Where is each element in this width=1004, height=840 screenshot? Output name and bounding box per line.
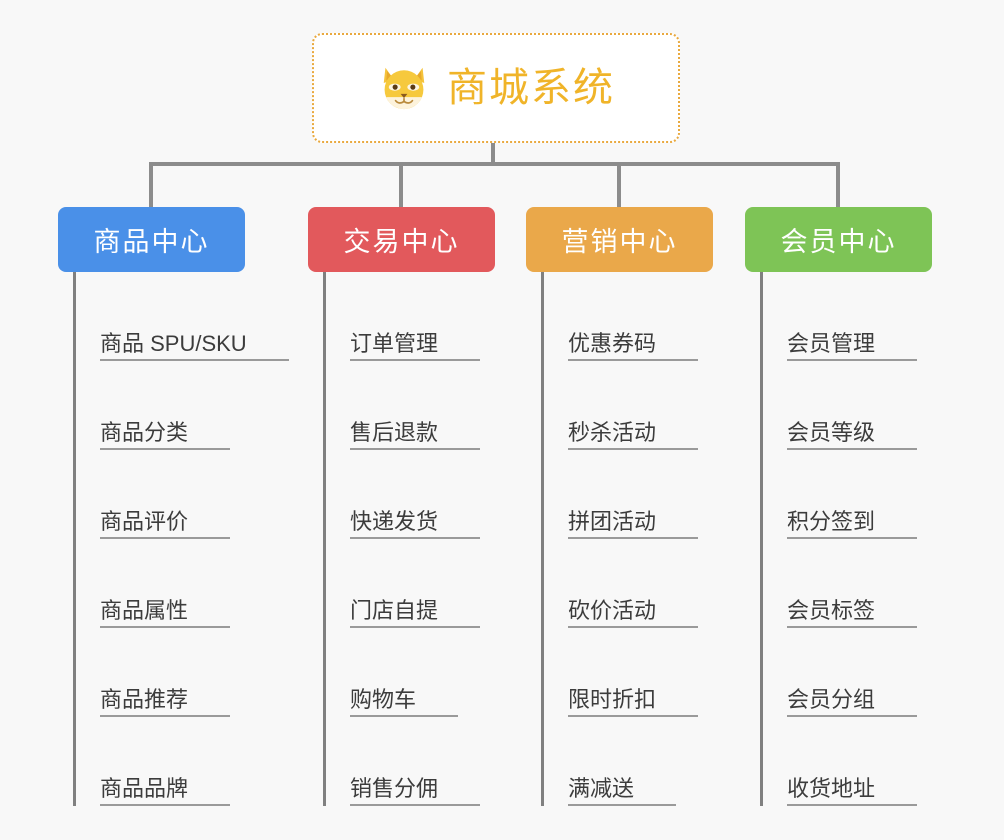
leaf-label: 秒杀活动 <box>568 421 699 450</box>
leaf-label: 积分签到 <box>787 510 918 539</box>
leaf-label: 门店自提 <box>350 599 481 628</box>
shiba-dog-icon <box>383 67 425 110</box>
root-title: 商城系统 <box>447 66 615 110</box>
leaf-item[interactable]: 秒杀活动 <box>541 361 713 450</box>
leaf-item[interactable]: 订单管理 <box>323 272 495 361</box>
branch-header-label: 交易中心 <box>343 227 460 257</box>
root-node[interactable]: 商城系统 <box>312 33 680 143</box>
leaf-label: 会员等级 <box>787 421 918 450</box>
leaf-label: 优惠券码 <box>568 332 699 361</box>
leaf-label: 限时折扣 <box>568 688 699 717</box>
leaf-item[interactable]: 会员标签 <box>760 539 932 628</box>
leaf-item[interactable]: 限时折扣 <box>541 628 713 717</box>
leaf-item[interactable]: 满减送 <box>541 717 713 806</box>
leaf-item[interactable]: 商品推荐 <box>73 628 245 717</box>
branch-product-center: 商品中心 商品 SPU/SKU 商品分类 商品评价 商品属性 商品推荐 商品品牌 <box>58 207 289 806</box>
leaf-item[interactable]: 商品分类 <box>73 361 245 450</box>
leaf-item[interactable]: 商品评价 <box>73 450 245 539</box>
leaf-list-product-center: 商品 SPU/SKU 商品分类 商品评价 商品属性 商品推荐 商品品牌 <box>58 272 289 806</box>
leaf-item[interactable]: 售后退款 <box>323 361 495 450</box>
leaf-label: 快递发货 <box>350 510 481 539</box>
leaf-label: 售后退款 <box>350 421 481 450</box>
leaf-item[interactable]: 优惠券码 <box>541 272 713 361</box>
leaf-label: 销售分佣 <box>350 777 481 806</box>
leaf-item[interactable]: 积分签到 <box>760 450 932 539</box>
leaf-label: 购物车 <box>350 688 459 717</box>
leaf-label: 砍价活动 <box>568 599 699 628</box>
branch-header-product-center[interactable]: 商品中心 <box>58 207 245 272</box>
leaf-label: 订单管理 <box>350 332 481 361</box>
leaf-label: 商品评价 <box>100 510 231 539</box>
leaf-spine <box>73 272 76 806</box>
leaf-item[interactable]: 收货地址 <box>760 717 932 806</box>
leaf-spine <box>541 272 544 806</box>
branch-marketing-center: 营销中心 优惠券码 秒杀活动 拼团活动 砍价活动 限时折扣 满减送 <box>526 207 713 806</box>
leaf-item[interactable]: 砍价活动 <box>541 539 713 628</box>
connector-drop-3 <box>617 162 621 207</box>
leaf-label: 收货地址 <box>787 777 918 806</box>
leaf-item[interactable]: 快递发货 <box>323 450 495 539</box>
connector-drop-1 <box>149 162 153 207</box>
branch-trade-center: 交易中心 订单管理 售后退款 快递发货 门店自提 购物车 销售分佣 <box>308 207 495 806</box>
branch-header-trade-center[interactable]: 交易中心 <box>308 207 495 272</box>
leaf-item[interactable]: 会员分组 <box>760 628 932 717</box>
leaf-label: 商品 SPU/SKU <box>100 332 289 361</box>
branch-header-label: 会员中心 <box>780 227 897 257</box>
branch-member-center: 会员中心 会员管理 会员等级 积分签到 会员标签 会员分组 收货地址 <box>745 207 932 806</box>
leaf-label: 拼团活动 <box>568 510 699 539</box>
connector-drop-4 <box>836 162 840 207</box>
branch-header-member-center[interactable]: 会员中心 <box>745 207 932 272</box>
leaf-item[interactable]: 门店自提 <box>323 539 495 628</box>
branch-header-marketing-center[interactable]: 营销中心 <box>526 207 713 272</box>
leaf-list-marketing-center: 优惠券码 秒杀活动 拼团活动 砍价活动 限时折扣 满减送 <box>526 272 713 806</box>
leaf-spine <box>760 272 763 806</box>
leaf-item[interactable]: 会员等级 <box>760 361 932 450</box>
connector-drop-2 <box>399 162 403 207</box>
leaf-item[interactable]: 购物车 <box>323 628 495 717</box>
leaf-label: 会员分组 <box>787 688 918 717</box>
leaf-spine <box>323 272 326 806</box>
leaf-item[interactable]: 商品属性 <box>73 539 245 628</box>
connector-bar <box>149 162 840 166</box>
leaf-item[interactable]: 商品 SPU/SKU <box>73 272 289 361</box>
leaf-label: 商品属性 <box>100 599 231 628</box>
leaf-item[interactable]: 销售分佣 <box>323 717 495 806</box>
branch-header-label: 营销中心 <box>561 227 678 257</box>
leaf-item[interactable]: 拼团活动 <box>541 450 713 539</box>
connector-stem <box>491 143 495 166</box>
leaf-label: 商品品牌 <box>100 777 231 806</box>
leaf-label: 商品推荐 <box>100 688 231 717</box>
leaf-label: 满减送 <box>568 777 677 806</box>
leaf-list-trade-center: 订单管理 售后退款 快递发货 门店自提 购物车 销售分佣 <box>308 272 495 806</box>
leaf-item[interactable]: 商品品牌 <box>73 717 245 806</box>
leaf-label: 商品分类 <box>100 421 231 450</box>
leaf-label: 会员管理 <box>787 332 918 361</box>
leaf-label: 会员标签 <box>787 599 918 628</box>
leaf-list-member-center: 会员管理 会员等级 积分签到 会员标签 会员分组 收货地址 <box>745 272 932 806</box>
leaf-item[interactable]: 会员管理 <box>760 272 932 361</box>
branch-header-label: 商品中心 <box>93 227 210 257</box>
